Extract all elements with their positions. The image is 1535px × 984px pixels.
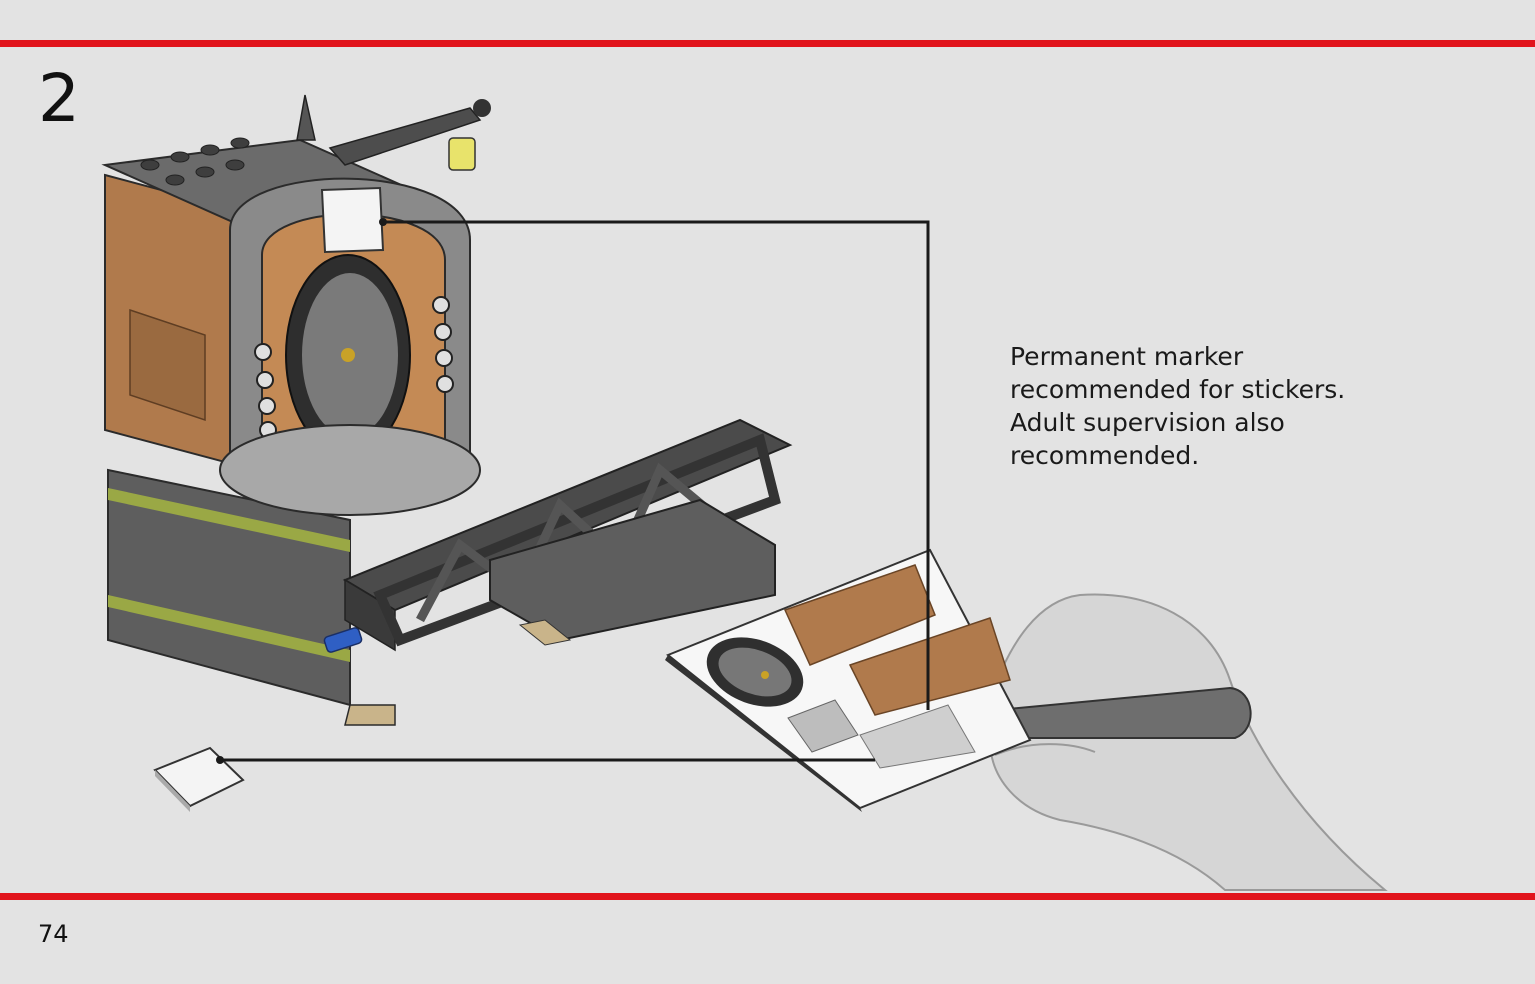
sticker-sheet (665, 548, 1032, 812)
bottom-red-rule (0, 893, 1535, 900)
model-tower (101, 94, 491, 726)
callout-lines (220, 220, 930, 762)
step-number: 2 (38, 60, 80, 137)
top-red-rule (0, 40, 1535, 47)
model-truss-rail (342, 418, 793, 652)
loose-tile (153, 746, 245, 812)
hand-illustration (989, 593, 1388, 891)
instruction-note: Permanent marker recommended for sticker… (1010, 342, 1346, 470)
page-number: 74 (38, 920, 69, 948)
